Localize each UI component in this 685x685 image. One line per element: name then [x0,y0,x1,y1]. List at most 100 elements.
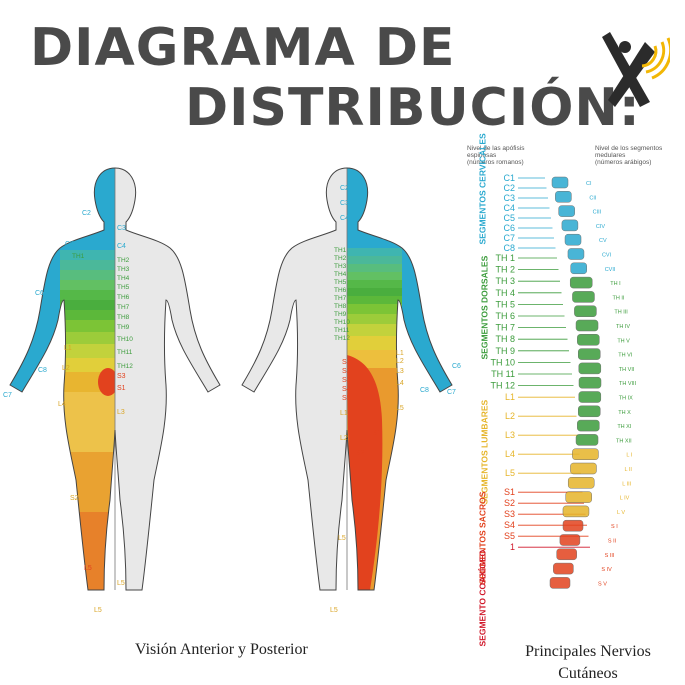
spine-segment-label: TH 11 [491,369,515,379]
caption-nervios: Principales Nervios Cutáneos [503,641,673,685]
vertebra [572,291,594,302]
svg-text:TH2: TH2 [117,257,130,264]
svg-text:L1: L1 [396,350,404,357]
svg-text:C6: C6 [35,290,44,297]
vertebra-label: CI [586,181,592,187]
svg-text:TH11: TH11 [117,349,133,356]
spine-segment-label: C1 [503,173,515,183]
svg-text:L4: L4 [396,380,404,387]
title-line-1: DIAGRAMA DE [30,18,456,78]
vertebra [578,406,600,417]
spine-segment-label: S5 [504,531,515,541]
svg-text:TH9: TH9 [117,324,130,331]
svg-text:C4: C4 [340,215,349,222]
vertebra-label: S III [605,553,615,559]
svg-text:L3: L3 [396,368,404,375]
vertebra [578,349,600,360]
vertebra-label: TH XII [616,438,632,444]
vertebra-label: L II [624,467,632,473]
vertebra-label: L III [622,481,631,487]
vertebra-label: CIII [593,210,602,216]
svg-text:TH5: TH5 [334,279,347,286]
svg-text:L1: L1 [340,410,348,417]
vertebra [563,506,589,517]
spine-segment-label: TH 9 [495,346,515,356]
svg-text:TH12: TH12 [334,335,350,342]
vertebra [579,363,601,374]
vertebra [562,220,578,231]
spine-segment-label: TH 8 [495,334,515,344]
vertebra [571,263,587,274]
svg-text:TH3: TH3 [334,263,347,270]
vertebra [560,535,580,546]
svg-text:S2: S2 [70,495,79,502]
vertebra [565,234,581,245]
spine-segment-label: TH 4 [495,288,515,298]
svg-text:C8: C8 [420,387,429,394]
vertebra [576,434,598,445]
vertebra-label: TH XI [617,424,632,430]
svg-text:TH3: TH3 [117,266,130,273]
svg-text:TH2: TH2 [334,255,347,262]
spine-segment-label: L3 [505,430,515,440]
vertebra [576,320,598,331]
spine-segment-label: C4 [503,203,515,213]
vertebra [555,191,571,202]
svg-text:TH7: TH7 [117,304,130,311]
spine-segment-label: TH 7 [495,323,515,333]
vertebra-label: CIV [596,224,606,230]
spine-segment-label: S1 [504,487,515,497]
vertebra-label: TH II [612,295,624,301]
spine-segment-label: TH 2 [495,265,515,275]
svg-text:C7: C7 [3,392,12,399]
spine-segment-label: TH 12 [490,381,515,391]
svg-text:S1: S1 [117,385,126,392]
vertebra-label: S V [598,581,607,587]
svg-text:TH7: TH7 [334,295,347,302]
svg-text:S3: S3 [117,373,126,380]
svg-text:TH10: TH10 [334,319,350,326]
spine-segment-label: TH 3 [495,276,515,286]
vertebra-label: TH VI [618,353,633,359]
svg-text:TH8: TH8 [334,303,347,310]
spine-segment-label: TH 1 [495,253,515,263]
spine-segment-label: S2 [504,498,515,508]
vertebra-label: L I [626,453,632,459]
spine-segment-label: C6 [503,223,515,233]
vertebra [570,463,596,474]
svg-text:TH6: TH6 [334,287,347,294]
vertebra-label: S II [608,539,617,545]
svg-text:TH9: TH9 [334,311,347,318]
vertebra-label: TH VII [619,367,635,373]
svg-text:L5: L5 [330,607,338,614]
group-coxigeo: SEGMENTO COAXÍGEO [479,577,488,647]
vertebra-label: TH V [617,338,630,344]
spine-segment-label: TH 5 [495,299,515,309]
svg-text:C2: C2 [82,210,91,217]
svg-text:S2: S2 [342,368,351,375]
svg-text:TH8: TH8 [117,314,130,321]
vertebra-label: CII [589,195,597,201]
vertebra-label: TH IV [616,324,630,330]
vertebra [574,306,596,317]
logo-icon [600,22,670,112]
vertebra-label: TH I [610,281,621,287]
spine-segment-label: C3 [503,193,515,203]
svg-text:L1: L1 [64,345,72,352]
svg-text:TH12: TH12 [117,363,133,370]
svg-text:TH5: TH5 [117,284,130,291]
svg-text:TH4: TH4 [334,271,347,278]
svg-text:C5: C5 [65,241,74,248]
title-line-2: DISTRIBUCIÓN: [185,78,641,138]
svg-text:L2: L2 [340,435,348,442]
svg-text:S2: S2 [356,450,365,457]
vertebra [568,477,594,488]
spine-segment-label: L1 [505,392,515,402]
vertebra-label: S I [611,524,618,530]
spine-segment-label: L4 [505,449,515,459]
svg-text:L5: L5 [338,535,346,542]
svg-text:TH1: TH1 [72,253,85,260]
vertebra [568,249,584,260]
